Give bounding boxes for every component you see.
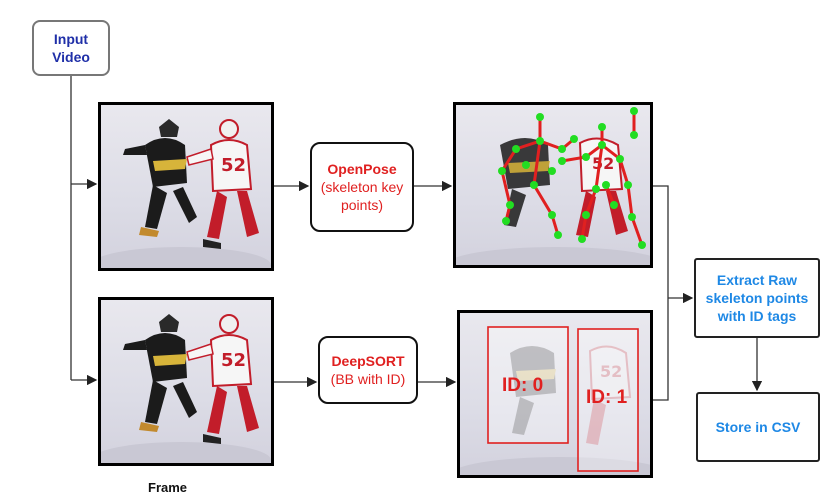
extract-line2: skeleton points	[705, 290, 809, 306]
svg-text:52: 52	[600, 362, 622, 381]
store-label: Store in CSV	[715, 419, 801, 435]
hockey-players-illustration: 52	[101, 119, 271, 268]
frame-image-bottom: 52	[98, 297, 274, 466]
svg-text:52: 52	[221, 155, 246, 176]
bbox-id1	[577, 328, 639, 472]
skeleton-overlay-illustration: 52	[456, 107, 650, 265]
bbox-output-image: 52 ID: 0 ID: 1	[457, 310, 653, 478]
id-tag-0: ID: 0	[502, 375, 544, 396]
extract-line3: with ID tags	[717, 308, 797, 324]
deepsort-node: DeepSORT (BB with ID)	[318, 336, 418, 404]
deepsort-title: DeepSORT	[331, 353, 405, 369]
deepsort-desc: (BB with ID)	[330, 371, 406, 387]
openpose-desc-line2: points)	[340, 197, 384, 213]
frame-caption: Frame	[148, 480, 188, 495]
svg-text:52: 52	[592, 154, 614, 173]
svg-text:52: 52	[221, 350, 246, 371]
bbox-overlay-illustration: 52	[460, 326, 650, 475]
openpose-title: OpenPose	[327, 161, 397, 177]
input-label-line2: Video	[52, 49, 90, 65]
openpose-desc-line1: (skeleton key	[320, 179, 404, 195]
hockey-players-illustration: 52	[101, 314, 271, 463]
extract-skeleton-node: Extract Raw skeleton points with ID tags	[694, 258, 820, 338]
extract-line1: Extract Raw	[716, 272, 798, 288]
openpose-node: OpenPose (skeleton key points)	[310, 142, 414, 232]
id-tag-1: ID: 1	[586, 387, 628, 408]
input-label-line1: Input	[53, 31, 89, 47]
input-video-node: Input Video	[32, 20, 110, 76]
bbox-id0	[487, 326, 569, 444]
frame-image-top: 52	[98, 102, 274, 271]
skeleton-output-image: 52	[453, 102, 653, 268]
store-csv-node: Store in CSV	[696, 392, 820, 462]
